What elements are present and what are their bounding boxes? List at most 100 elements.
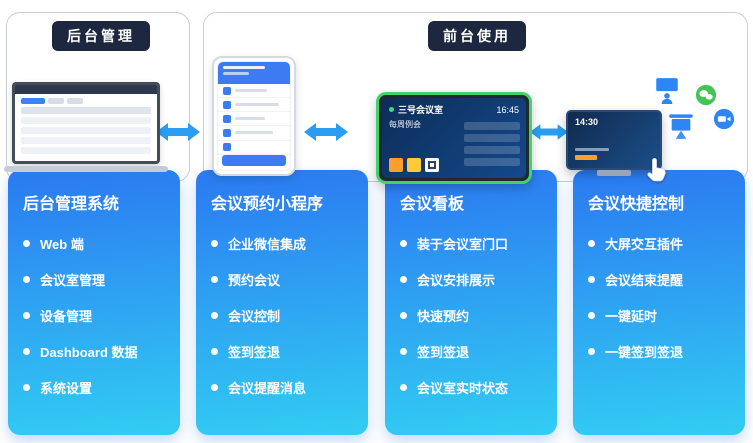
bullet-dot-icon <box>400 276 407 283</box>
kanban-meeting-name: 每周例会 <box>389 120 421 129</box>
feature-item: 会议室实时状态 <box>400 378 544 397</box>
calendar-icon <box>223 128 231 137</box>
feature-item: 会议室管理 <box>23 270 167 289</box>
feature-item-label: 会议控制 <box>228 309 281 324</box>
bullet-dot-icon <box>211 348 218 355</box>
admin-table-header <box>21 107 151 114</box>
kanban-header: 三号会议室 16:45 <box>382 98 526 118</box>
tv-text-line <box>575 148 609 151</box>
feature-item-label: 会议提醒消息 <box>228 381 307 396</box>
feature-card-backend: 后台管理系统 Web 端 会议室管理 设备管理 Dashboard 数据 系统设… <box>8 170 180 435</box>
kanban-schedule-list <box>464 122 520 170</box>
feature-item: 签到签退 <box>400 342 544 361</box>
feature-list: 装于会议室门口 会议安排展示 快速预约 签到签退 会议室实时状态 <box>400 234 544 397</box>
feature-item-label: 签到签退 <box>228 345 281 360</box>
feature-item-label: 签到签退 <box>417 345 470 360</box>
kanban-room-name: 三号会议室 <box>398 105 444 115</box>
admin-laptop-mockup <box>4 82 168 172</box>
card-title: 后台管理系统 <box>23 196 120 213</box>
card-title: 会议看板 <box>400 196 465 213</box>
feature-item: 企业微信集成 <box>211 234 355 253</box>
feature-card-control: 会议快捷控制 大屏交互插件 会议结束提醒 一键延时 一键签到签退 <box>573 170 745 435</box>
video-call-icon <box>713 108 735 130</box>
feature-item-label: 会议结束提醒 <box>605 273 684 288</box>
booking-list-item <box>218 126 290 141</box>
bullet-dot-icon <box>588 276 595 283</box>
bullet-dot-icon <box>23 312 30 319</box>
feature-item: 装于会议室门口 <box>400 234 544 253</box>
tv-meeting-chip <box>575 155 597 160</box>
feature-item-label: 企业微信集成 <box>228 237 307 252</box>
bullet-dot-icon <box>211 384 218 391</box>
bullet-dot-icon <box>400 240 407 247</box>
extend-tile-icon <box>407 158 421 172</box>
tv-stand <box>597 170 631 176</box>
bullet-dot-icon <box>23 240 30 247</box>
calendar-icon <box>223 100 231 109</box>
bullet-dot-icon <box>23 276 30 283</box>
feature-item: 预约会议 <box>211 270 355 289</box>
admin-filter-chip <box>67 98 83 104</box>
booking-list-item <box>218 98 290 113</box>
admin-toolbar <box>21 98 151 104</box>
bullet-dot-icon <box>400 384 407 391</box>
control-tv-mockup: 14:30 <box>566 110 666 182</box>
kanban-action-tiles <box>389 158 439 172</box>
sync-arrow-phone-kanban <box>302 122 350 147</box>
feature-item-label: 大屏交互插件 <box>605 237 684 252</box>
feature-item: 快速预约 <box>400 306 544 325</box>
feature-item: 系统设置 <box>23 378 167 397</box>
checkin-tile-icon <box>389 158 403 172</box>
feature-item: Web 端 <box>23 234 167 253</box>
feature-item: 设备管理 <box>23 306 167 325</box>
feature-item: 会议结束提醒 <box>588 270 732 289</box>
tv-clock: 14:30 <box>575 117 599 127</box>
miniprogram-title-line <box>223 66 265 69</box>
feature-item: 一键签到签退 <box>588 342 732 361</box>
admin-table-row <box>21 137 151 144</box>
bullet-dot-icon <box>588 240 595 247</box>
feature-item-label: 会议安排展示 <box>417 273 496 288</box>
feature-item-label: Dashboard 数据 <box>40 345 138 360</box>
bullet-dot-icon <box>211 240 218 247</box>
laptop-base <box>4 166 168 172</box>
feature-list: 大屏交互插件 会议结束提醒 一键延时 一键签到签退 <box>588 234 732 361</box>
booking-list-item <box>218 84 290 99</box>
admin-button-chip <box>21 98 45 104</box>
schedule-bar <box>464 146 520 154</box>
bullet-dot-icon <box>23 384 30 391</box>
bullet-dot-icon <box>400 312 407 319</box>
decorative-icon-cluster <box>651 76 747 142</box>
feature-item-label: 系统设置 <box>40 381 93 396</box>
feature-card-miniprogram: 会议预约小程序 企业微信集成 预约会议 会议控制 签到签退 会议提醒消息 <box>196 170 368 435</box>
wechat-icon <box>695 84 717 106</box>
calendar-icon <box>223 143 231 152</box>
list-text-line <box>235 89 267 93</box>
list-text-line <box>235 117 265 121</box>
feature-item: 会议提醒消息 <box>211 378 355 397</box>
miniprogram-bottom-bar <box>222 154 286 166</box>
sync-arrow-kanban-tv <box>530 122 568 147</box>
admin-laptop-screen <box>12 82 160 164</box>
feature-list: 企业微信集成 预约会议 会议控制 签到签退 会议提醒消息 <box>211 234 355 397</box>
feature-item-label: 一键延时 <box>605 309 658 324</box>
list-text-line <box>235 103 279 107</box>
backend-section-badge: 后台管理 <box>52 21 150 51</box>
miniprogram-screen <box>217 61 291 171</box>
miniprogram-phone-mockup <box>212 56 296 176</box>
bullet-dot-icon <box>211 276 218 283</box>
frontend-section-badge: 前台使用 <box>428 21 526 51</box>
kanban-clock: 16:45 <box>496 104 519 115</box>
feature-item: 会议安排展示 <box>400 270 544 289</box>
card-title: 会议预约小程序 <box>211 196 324 213</box>
tap-hand-icon <box>644 156 672 184</box>
feature-item-label: 装于会议室门口 <box>417 237 509 252</box>
feature-item-label: 会议室管理 <box>40 273 106 288</box>
feature-item: 大屏交互插件 <box>588 234 732 253</box>
meeting-kanban-mockup: 三号会议室 16:45 每周例会 <box>376 92 532 184</box>
booking-list-item <box>218 112 290 127</box>
admin-filter-chip <box>48 98 64 104</box>
admin-table-row <box>21 117 151 124</box>
status-dot-icon <box>389 107 394 112</box>
